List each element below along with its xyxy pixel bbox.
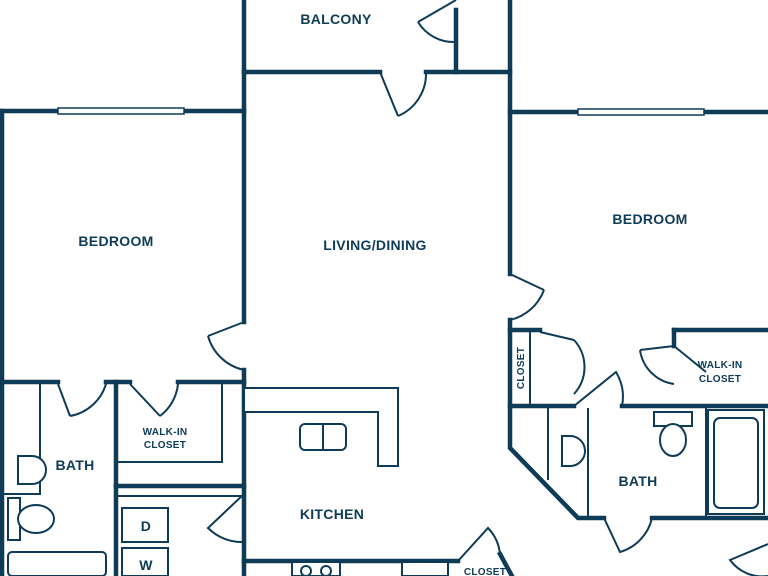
label-walkin-left-2: CLOSET: [144, 440, 186, 451]
label-walkin-right-1: WALK-IN: [698, 360, 743, 371]
label-bath-right: BATH: [618, 473, 657, 489]
right-bedroom-door: [509, 273, 545, 321]
interior-lines: [2, 332, 707, 516]
right-tub: [707, 409, 765, 515]
label-dryer: D: [141, 518, 151, 534]
left-bedroom-door: [207, 321, 245, 371]
left-bath-door: [57, 383, 107, 417]
label-washer: W: [139, 557, 153, 573]
balcony-side-door: [417, 0, 457, 44]
kitchen-door: [206, 493, 245, 544]
label-closet-right: CLOSET: [516, 347, 527, 389]
right-closet-door: [539, 331, 586, 395]
room-labels: BALCONY BEDROOM LIVING/DINING BEDROOM CL…: [55, 11, 742, 576]
fixtures: [7, 387, 765, 576]
label-walkin-right-2: CLOSET: [699, 374, 741, 385]
dryer: [121, 507, 169, 543]
stove: [291, 561, 341, 576]
balcony-door-swing: [379, 71, 428, 117]
kitchen-counter: [243, 387, 399, 467]
label-balcony: BALCONY: [300, 11, 372, 27]
window-right-bedroom: [577, 108, 705, 116]
right-bath-sink: [561, 435, 586, 467]
label-bath-left: BATH: [55, 457, 94, 473]
label-walkin-left-1: WALK-IN: [143, 427, 188, 438]
doors: [57, 0, 768, 576]
bottom-closet-door: [457, 526, 501, 562]
label-bedroom-right: BEDROOM: [612, 211, 687, 227]
left-toilet-bowl: [17, 504, 55, 534]
window-left-bedroom: [57, 107, 185, 115]
label-bedroom-left: BEDROOM: [78, 233, 153, 249]
left-bath-sink: [17, 455, 47, 485]
bottom-appliance: [401, 561, 449, 576]
right-toilet-bowl: [659, 423, 687, 457]
washer: [121, 547, 169, 576]
right-bath-door: [573, 370, 624, 407]
label-closet-bottom: CLOSET: [464, 567, 506, 576]
windows: [57, 107, 705, 116]
right-bath-bottom-door: [603, 517, 653, 554]
left-walkin-door: [129, 383, 179, 417]
label-living-dining: LIVING/DINING: [323, 237, 426, 253]
label-kitchen: KITCHEN: [300, 506, 364, 522]
right-edge-door: [728, 543, 768, 576]
left-tub: [7, 551, 107, 576]
right-walkin-door: [639, 345, 675, 385]
